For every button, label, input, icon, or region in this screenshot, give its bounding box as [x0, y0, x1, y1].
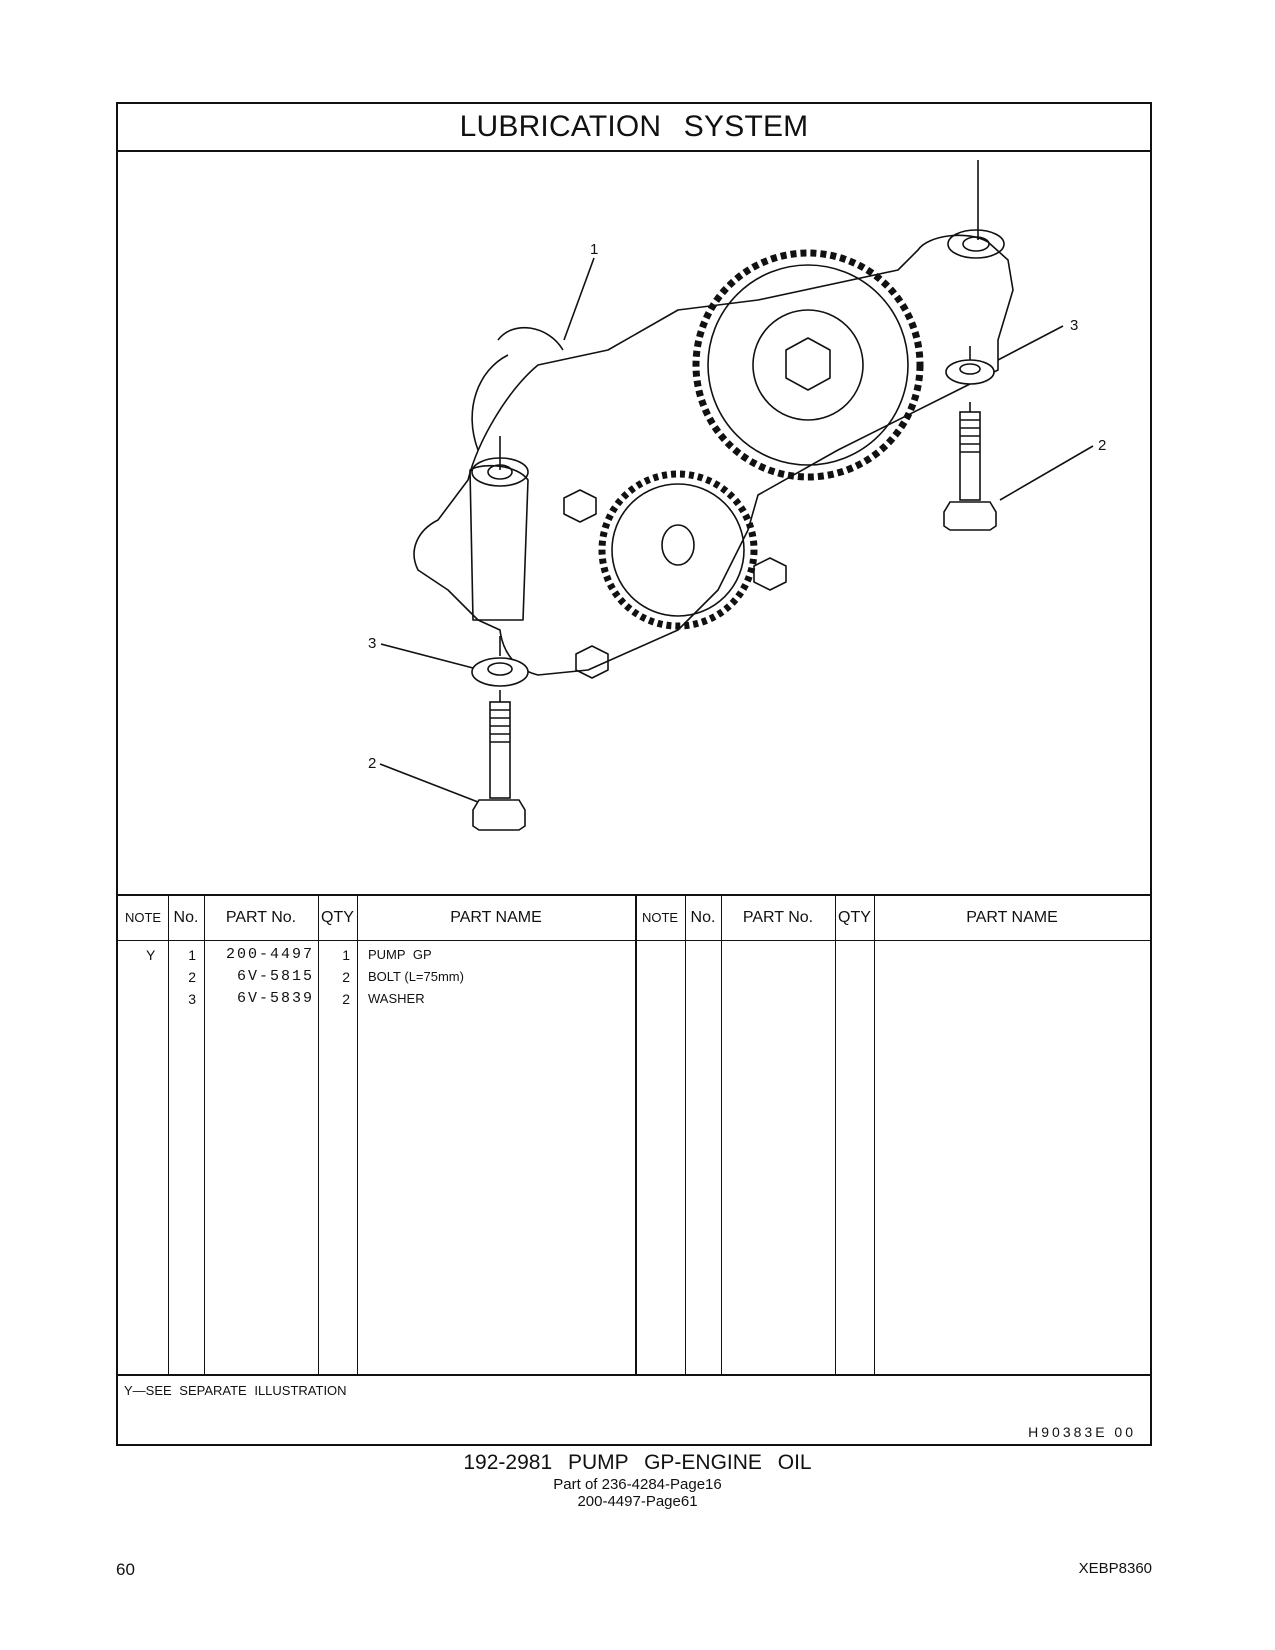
- section-title: LUBRICATION SYSTEM: [118, 104, 1150, 152]
- header-part-name-2: PART NAME: [966, 909, 1058, 926]
- header-note-2: NOTE: [641, 910, 679, 925]
- parts-table: NOTE No. PART No. QTY PART NAME NOTE No.…: [118, 894, 1150, 1376]
- parts-page-frame: LUBRICATION SYSTEM: [116, 102, 1152, 1446]
- bolt-left-head: [472, 799, 526, 831]
- header-no: No.: [173, 909, 199, 926]
- callout-2-left: 2: [368, 755, 376, 772]
- large-gear: [692, 249, 924, 481]
- caption-line-3: 200-4497-Page61: [577, 1493, 698, 1510]
- caption-line-2: Part of 236-4284-Page16: [553, 1476, 722, 1493]
- header-part-no-2: PART No.: [742, 909, 814, 926]
- footnote-text: Y—SEE SEPARATE ILLUSTRATION: [124, 1383, 347, 1398]
- header-no-2: No.: [690, 909, 716, 926]
- header-qty: QTY: [321, 909, 354, 926]
- document-id: XEBP8360: [1078, 1560, 1152, 1577]
- small-gear: [598, 470, 758, 630]
- callout-3-right: 3: [1070, 317, 1078, 334]
- exploded-illustration: 1 3 2 3 2: [118, 150, 1150, 894]
- bolt-left-shank: [489, 701, 511, 799]
- header-qty-2: QTY: [838, 909, 871, 926]
- bolt-right-shank: [959, 411, 981, 501]
- callout-1: 1: [590, 241, 598, 258]
- page-number: 60: [116, 1560, 135, 1579]
- callout-3-left: 3: [368, 635, 376, 652]
- left-mounting-boss: [469, 464, 529, 621]
- pump-drawing: 1 3 2 3 2: [368, 160, 1106, 831]
- footnote-area: Y—SEE SEPARATE ILLUSTRATION H90383E 00: [118, 1374, 1150, 1446]
- header-note: NOTE: [124, 910, 162, 925]
- bolt-right-head: [943, 501, 997, 531]
- callout-2-right: 2: [1098, 437, 1106, 454]
- illustration-code: H90383E 00: [1028, 1424, 1136, 1440]
- header-part-name: PART NAME: [450, 909, 542, 926]
- caption-main: 192-2981 PUMP GP-ENGINE OIL: [463, 1451, 812, 1474]
- pump-housing: [413, 234, 1014, 676]
- gear-hex-nut: [785, 337, 831, 391]
- header-part-no: PART No.: [225, 909, 297, 926]
